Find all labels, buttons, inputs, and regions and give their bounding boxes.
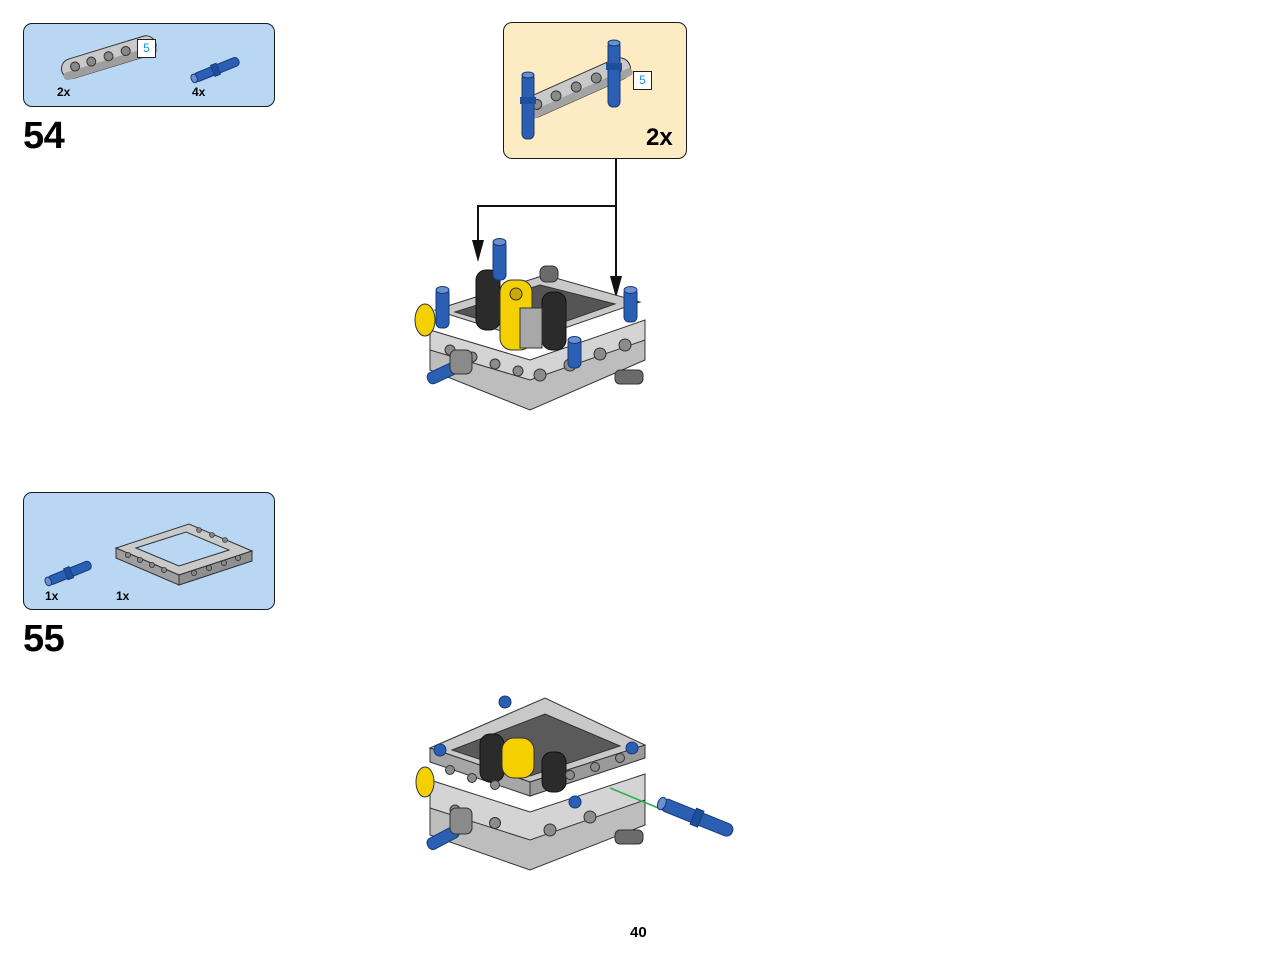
- step55-parts-panel: 1x 1x: [23, 492, 275, 610]
- subassembly-callout: 5 2x: [503, 22, 687, 159]
- step55-model: [415, 695, 734, 871]
- beam-5-icon: [60, 35, 158, 81]
- step-number: 55: [23, 618, 65, 660]
- beam-with-pins-icon: [520, 39, 633, 140]
- length-callout: 5: [633, 71, 652, 90]
- length-callout: 5: [137, 39, 156, 58]
- step54-model: [414, 238, 646, 411]
- part-quantity: 1x: [45, 589, 59, 603]
- part-quantity: 4x: [192, 85, 206, 99]
- subassembly-multiplier: 2x: [646, 124, 673, 151]
- blue-pin-icon: [190, 57, 240, 84]
- step-number: 54: [23, 115, 65, 157]
- part-quantity: 1x: [116, 589, 130, 603]
- part-quantity: 2x: [57, 85, 71, 99]
- blue-pin-icon: [44, 560, 92, 587]
- frame-icon: [114, 523, 254, 586]
- page-number: 40: [630, 924, 647, 941]
- step54-parts-panel: 2x 4x 5: [23, 23, 275, 107]
